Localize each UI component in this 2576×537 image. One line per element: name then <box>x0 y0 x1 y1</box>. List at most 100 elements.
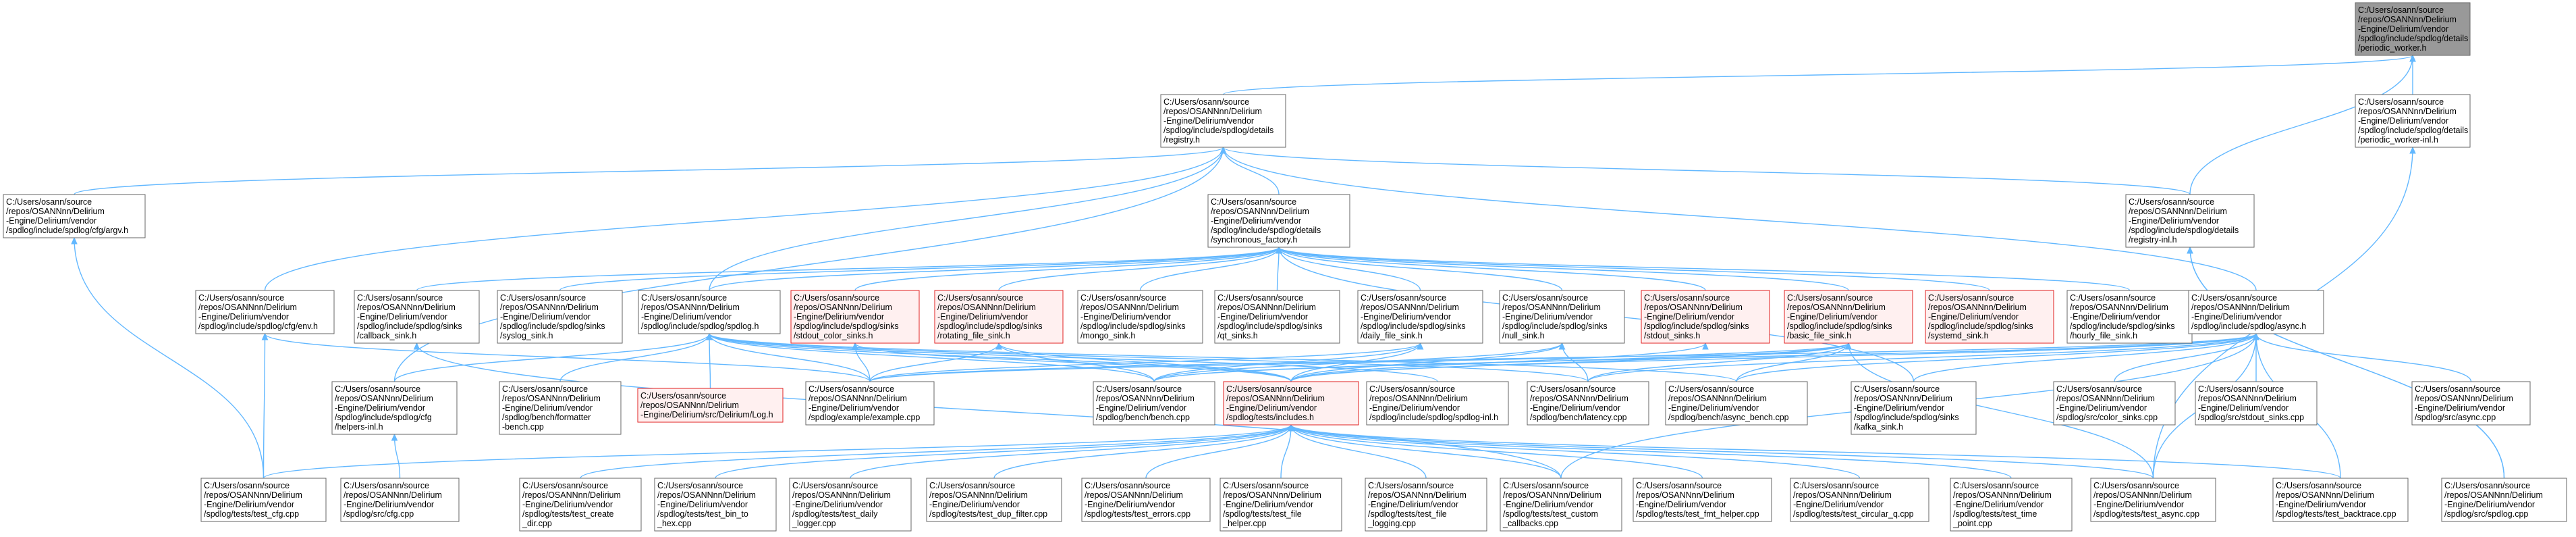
node-label-line: C:/Users/osann/source <box>1361 293 1446 303</box>
edge-synchronous-factory-to-systemd-sink <box>1278 247 1990 291</box>
edge-layer <box>71 54 2505 479</box>
node-label-line: C:/Users/osann/source <box>657 481 743 490</box>
node-label-line: /repos/OSANNnn/Delirium <box>522 490 621 500</box>
node-label-line: -Engine/Delirium/vendor <box>1928 312 2019 322</box>
node-box <box>1365 478 1487 532</box>
node-label-line: -Engine/Delirium/vendor <box>641 312 732 322</box>
node-test-file-logging[interactable]: C:/Users/osann/source/repos/OSANNnn/Deli… <box>1365 478 1487 532</box>
node-mongo-sink[interactable]: C:/Users/osann/source/repos/OSANNnn/Deli… <box>1077 290 1203 344</box>
node-test-backtrace[interactable]: C:/Users/osann/source/repos/OSANNnn/Deli… <box>2272 478 2409 522</box>
edge-helpers-inl-to-src-cfg <box>393 434 401 479</box>
node-label-line: /systemd_sink.h <box>1928 331 1989 340</box>
node-label-line: C:/Users/osann/source <box>1668 384 1754 394</box>
node-label-line: /spdlog/tests/test_custom <box>1503 509 1598 519</box>
edge-async-h-to-async-cpp <box>2255 333 2472 382</box>
node-test-errors[interactable]: C:/Users/osann/source/repos/OSANNnn/Deli… <box>1081 478 1211 522</box>
node-formatter-bench[interactable]: C:/Users/osann/source/repos/OSANNnn/Deli… <box>499 381 622 435</box>
node-stdout-sinks-cpp[interactable]: C:/Users/osann/source/repos/OSANNnn/Deli… <box>2195 381 2318 426</box>
node-box <box>2188 290 2324 334</box>
node-test-dup-filter[interactable]: C:/Users/osann/source/repos/OSANNnn/Deli… <box>926 478 1062 522</box>
node-stdout-color-sinks[interactable]: C:/Users/osann/source/repos/OSANNnn/Deli… <box>790 290 920 344</box>
node-basic-file-sink[interactable]: C:/Users/osann/source/repos/OSANNnn/Deli… <box>1784 290 1913 344</box>
node-label-line: C:/Users/osann/source <box>1226 384 1312 394</box>
node-label-line: -Engine/Delirium/vendor <box>204 500 294 509</box>
node-label-line: /callback_sink.h <box>357 331 416 340</box>
node-src-cfg[interactable]: C:/Users/osann/source/repos/OSANNnn/Deli… <box>340 478 460 522</box>
node-helpers-inl[interactable]: C:/Users/osann/source/repos/OSANNnn/Deli… <box>331 381 458 435</box>
edge-includes-h-to-test-bin-to-hex <box>715 424 1292 479</box>
node-label-line: /repos/OSANNnn/Delirium <box>937 303 1036 312</box>
node-label-line: C:/Users/osann/source <box>929 481 1015 490</box>
node-label-line: /spdlog/tests/test_bin_to <box>657 509 748 519</box>
node-color-sinks-cpp[interactable]: C:/Users/osann/source/repos/OSANNnn/Deli… <box>2053 381 2176 426</box>
node-systemd-sink[interactable]: C:/Users/osann/source/repos/OSANNnn/Deli… <box>1925 290 2054 344</box>
node-synchronous-factory[interactable]: C:/Users/osann/source/repos/OSANNnn/Deli… <box>1207 194 1350 248</box>
node-spdlog-h[interactable]: C:/Users/osann/source/repos/OSANNnn/Deli… <box>638 290 781 334</box>
node-test-async[interactable]: C:/Users/osann/source/repos/OSANNnn/Deli… <box>2090 478 2216 522</box>
node-hourly-file-sink[interactable]: C:/Users/osann/source/repos/OSANNnn/Deli… <box>2066 290 2193 344</box>
node-callback-sink[interactable]: C:/Users/osann/source/repos/OSANNnn/Deli… <box>354 290 480 344</box>
node-rotating-file-sink[interactable]: C:/Users/osann/source/repos/OSANNnn/Deli… <box>934 290 1064 344</box>
edge-periodic-worker-to-registry <box>1222 55 2413 95</box>
edge-spdlog-h-to-async-bench-cpp <box>709 333 1737 382</box>
edge-includes-h-to-test-errors <box>1145 424 1292 479</box>
node-daily-file-sink[interactable]: C:/Users/osann/source/repos/OSANNnn/Deli… <box>1357 290 1483 344</box>
node-box <box>497 290 623 344</box>
node-test-fmt-helper[interactable]: C:/Users/osann/source/repos/OSANNnn/Deli… <box>1633 478 1772 522</box>
edge-registry-to-spdlog-h <box>709 147 1224 291</box>
node-label-line: /spdlog/include/spdlog/sinks <box>500 322 605 331</box>
node-log-h[interactable]: C:/Users/osann/source/repos/OSANNnn/Deli… <box>637 388 784 423</box>
node-cfg-argv[interactable]: C:/Users/osann/source/repos/OSANNnn/Deli… <box>3 194 146 238</box>
node-test-custom-callbacks[interactable]: C:/Users/osann/source/repos/OSANNnn/Deli… <box>1500 478 1622 532</box>
edge-synchronous-factory-to-stdout-color-sinks <box>854 247 1280 291</box>
node-src-spdlog-cpp[interactable]: C:/Users/osann/source/repos/OSANNnn/Deli… <box>2441 478 2567 522</box>
node-null-sink[interactable]: C:/Users/osann/source/repos/OSANNnn/Deli… <box>1499 290 1625 344</box>
node-includes-h[interactable]: C:/Users/osann/source/repos/OSANNnn/Deli… <box>1223 381 1359 426</box>
node-label-line: C:/Users/osann/source <box>344 481 429 490</box>
node-stdout-sinks[interactable]: C:/Users/osann/source/repos/OSANNnn/Deli… <box>1641 290 1770 344</box>
node-label-line: /spdlog/example/example.cpp <box>809 413 920 422</box>
node-kafka-sink[interactable]: C:/Users/osann/source/repos/OSANNnn/Deli… <box>1851 381 1977 435</box>
node-async-h[interactable]: C:/Users/osann/source/repos/OSANNnn/Deli… <box>2188 290 2324 334</box>
edge-spdlog-h-to-formatter-bench <box>559 333 710 382</box>
node-label-line: C:/Users/osann/source <box>357 293 443 303</box>
node-label-line: C:/Users/osann/source <box>794 293 879 303</box>
node-syslog-sink[interactable]: C:/Users/osann/source/repos/OSANNnn/Deli… <box>497 290 623 344</box>
node-label-line: /repos/OSANNnn/Delirium <box>1096 394 1195 403</box>
node-example-cpp[interactable]: C:/Users/osann/source/repos/OSANNnn/Deli… <box>805 381 935 426</box>
node-registry[interactable]: C:/Users/osann/source/repos/OSANNnn/Deli… <box>1160 94 1286 148</box>
node-label-line: C:/Users/osann/source <box>204 481 290 490</box>
node-label-line: /spdlog/tests/test_create <box>522 509 614 519</box>
node-async-cpp[interactable]: C:/Users/osann/source/repos/OSANNnn/Deli… <box>2411 381 2531 426</box>
node-label-line: /spdlog/src/spdlog.cpp <box>2444 509 2528 519</box>
node-label-line: C:/Users/osann/source <box>937 293 1023 303</box>
node-label-line: /spdlog/include/spdlog/cfg <box>335 413 432 422</box>
node-test-create-dir[interactable]: C:/Users/osann/source/repos/OSANNnn/Deli… <box>519 478 642 532</box>
node-box <box>3 194 146 238</box>
node-test-file-helper[interactable]: C:/Users/osann/source/repos/OSANNnn/Deli… <box>1220 478 1342 532</box>
node-label-line: -Engine/Delirium/vendor <box>1530 403 1620 413</box>
edge-arrowhead <box>706 332 713 340</box>
node-periodic-worker[interactable]: C:/Users/osann/source/repos/OSANNnn/Deli… <box>2355 2 2471 56</box>
node-bench-cpp[interactable]: C:/Users/osann/source/repos/OSANNnn/Deli… <box>1093 381 1215 426</box>
node-periodic-worker-inl[interactable]: C:/Users/osann/source/repos/OSANNnn/Deli… <box>2355 94 2471 148</box>
edge-spdlog-h-to-helpers-inl <box>393 333 710 382</box>
node-label-line: /repos/OSANNnn/Delirium <box>792 490 891 500</box>
edge-includes-h-to-test-circular-q <box>1290 424 1861 479</box>
node-label-line: -Engine/Delirium/vendor <box>1854 403 1944 413</box>
edge-async-h-to-async-bench-cpp <box>1736 333 2257 382</box>
node-latency-cpp[interactable]: C:/Users/osann/source/repos/OSANNnn/Deli… <box>1527 381 1649 426</box>
node-test-cfg[interactable]: C:/Users/osann/source/repos/OSANNnn/Deli… <box>200 478 327 522</box>
node-test-daily-logger[interactable]: C:/Users/osann/source/repos/OSANNnn/Deli… <box>789 478 912 532</box>
node-registry-inl[interactable]: C:/Users/osann/source/repos/OSANNnn/Deli… <box>2125 194 2255 248</box>
node-test-bin-to-hex[interactable]: C:/Users/osann/source/repos/OSANNnn/Deli… <box>654 478 777 532</box>
node-test-time-point[interactable]: C:/Users/osann/source/repos/OSANNnn/Deli… <box>1950 478 2073 532</box>
node-qt-sinks[interactable]: C:/Users/osann/source/repos/OSANNnn/Deli… <box>1214 290 1340 344</box>
node-cfg-env[interactable]: C:/Users/osann/source/repos/OSANNnn/Deli… <box>195 290 335 334</box>
node-label-line: -Engine/Delirium/vendor <box>794 312 884 322</box>
node-async-bench-cpp[interactable]: C:/Users/osann/source/repos/OSANNnn/Deli… <box>1665 381 1808 426</box>
node-test-circular-q[interactable]: C:/Users/osann/source/repos/OSANNnn/Deli… <box>1790 478 1929 522</box>
node-label-line: /repos/OSANNnn/Delirium <box>335 394 433 403</box>
edge-includes-h-to-test-fmt-helper <box>1290 424 1703 479</box>
node-spdlog-inl[interactable]: C:/Users/osann/source/repos/OSANNnn/Deli… <box>1366 381 1509 426</box>
